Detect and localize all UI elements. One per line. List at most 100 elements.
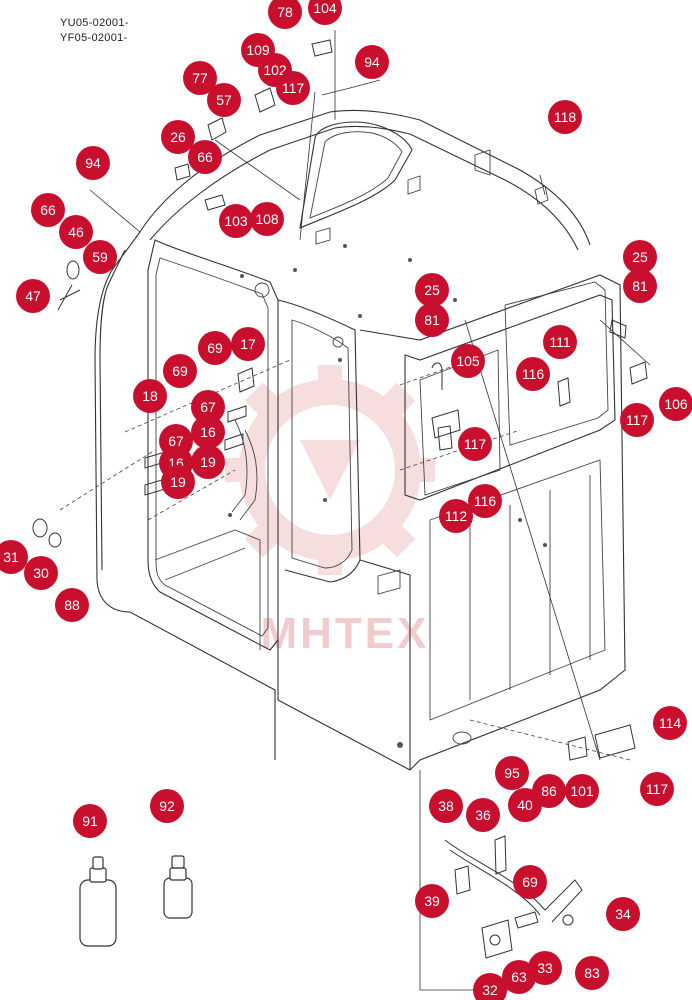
callout-112: 112 <box>439 499 473 533</box>
callout-81: 81 <box>623 269 657 303</box>
callout-circle <box>76 146 110 180</box>
callout-label: 34 <box>615 906 631 922</box>
callout-label: 66 <box>197 149 213 165</box>
callout-label: 33 <box>537 960 553 976</box>
callout-circle <box>231 327 265 361</box>
callout-label: 81 <box>424 312 440 328</box>
model-codes: YU05-02001- YF05-02001- <box>60 16 129 46</box>
callout-34: 34 <box>606 897 640 931</box>
callout-label: 32 <box>482 982 498 998</box>
callout-label: 66 <box>40 202 56 218</box>
watermark-text: MHTEX <box>261 609 430 658</box>
callout-label: 92 <box>159 798 175 814</box>
callout-108: 108 <box>250 202 284 236</box>
bottle-92 <box>163 855 193 919</box>
callout-circle <box>458 427 492 461</box>
callout-label: 86 <box>541 783 557 799</box>
callout-label: 94 <box>85 155 101 171</box>
callout-19: 19 <box>161 465 195 499</box>
callout-63: 63 <box>502 960 536 994</box>
callout-117: 117 <box>620 403 654 437</box>
callout-circle <box>191 390 225 424</box>
callout-label: 69 <box>522 874 538 890</box>
callout-95: 95 <box>495 756 529 790</box>
callout-circle <box>508 788 542 822</box>
callout-circle <box>502 960 536 994</box>
callout-91: 91 <box>73 804 107 838</box>
callout-label: 18 <box>142 388 158 404</box>
callout-label: 31 <box>3 549 19 565</box>
callout-17: 17 <box>231 327 265 361</box>
callout-38: 38 <box>429 789 463 823</box>
callout-circle <box>31 193 65 227</box>
callout-circle <box>473 973 507 1000</box>
callout-117: 117 <box>276 71 310 105</box>
callout-label: 30 <box>33 565 49 581</box>
callout-69: 69 <box>198 331 232 365</box>
callout-66: 66 <box>188 140 222 174</box>
callout-label: 81 <box>632 278 648 294</box>
callout-59: 59 <box>83 240 117 274</box>
callout-label: 116 <box>522 366 545 382</box>
part-sketches <box>32 39 648 959</box>
callout-116: 116 <box>468 484 502 518</box>
callout-circle <box>528 951 562 985</box>
callout-circle <box>575 956 609 990</box>
callout-16: 16 <box>191 415 225 449</box>
callout-label: 39 <box>424 893 440 909</box>
callout-label: 16 <box>200 424 216 440</box>
callout-circle <box>620 403 654 437</box>
callout-circle <box>207 83 241 117</box>
callout-label: 26 <box>170 129 186 145</box>
callout-circle <box>606 897 640 931</box>
callout-26: 26 <box>161 120 195 154</box>
callout-circle <box>16 279 50 313</box>
callout-label: 67 <box>200 399 216 415</box>
callout-label: 59 <box>92 249 108 265</box>
callout-117: 117 <box>640 772 674 806</box>
callout-label: 117 <box>646 781 669 797</box>
callout-circle <box>73 804 107 838</box>
callout-label: 47 <box>25 288 41 304</box>
callout-circle <box>429 789 463 823</box>
model-code-2: YF05-02001- <box>60 32 128 44</box>
callout-label: 46 <box>68 224 84 240</box>
callout-label: 116 <box>474 493 497 509</box>
callout-circle <box>0 540 28 574</box>
callout-label: 117 <box>626 412 649 428</box>
callout-103: 103 <box>219 204 253 238</box>
callout-101: 101 <box>565 774 599 808</box>
callout-33: 33 <box>528 951 562 985</box>
callout-label: 78 <box>277 4 293 20</box>
callout-label: 112 <box>445 508 468 524</box>
callout-label: 25 <box>424 282 440 298</box>
callout-label: 114 <box>659 715 682 731</box>
callout-label: 83 <box>584 965 600 981</box>
callout-circle <box>163 354 197 388</box>
callout-circle <box>191 445 225 479</box>
callout-label: 106 <box>664 396 688 412</box>
callout-88: 88 <box>55 588 89 622</box>
callout-92: 92 <box>150 789 184 823</box>
callout-circle <box>466 798 500 832</box>
callout-label: 17 <box>240 336 256 352</box>
callout-81: 81 <box>415 303 449 337</box>
callout-circle <box>415 273 449 307</box>
callout-46: 46 <box>59 215 93 249</box>
callout-label: 104 <box>313 0 337 16</box>
callout-circle <box>565 774 599 808</box>
callout-118: 118 <box>548 100 582 134</box>
callout-106: 106 <box>659 387 692 421</box>
callout-label: 36 <box>475 807 491 823</box>
callout-circle <box>516 357 550 391</box>
callout-94: 94 <box>355 45 389 79</box>
callout-78: 78 <box>268 0 302 29</box>
callout-circle <box>191 415 225 449</box>
callout-circle <box>659 387 692 421</box>
callout-circle <box>250 202 284 236</box>
callout-104: 104 <box>308 0 342 25</box>
callout-circle <box>653 706 687 740</box>
callout-39: 39 <box>415 884 449 918</box>
callout-circle <box>276 71 310 105</box>
